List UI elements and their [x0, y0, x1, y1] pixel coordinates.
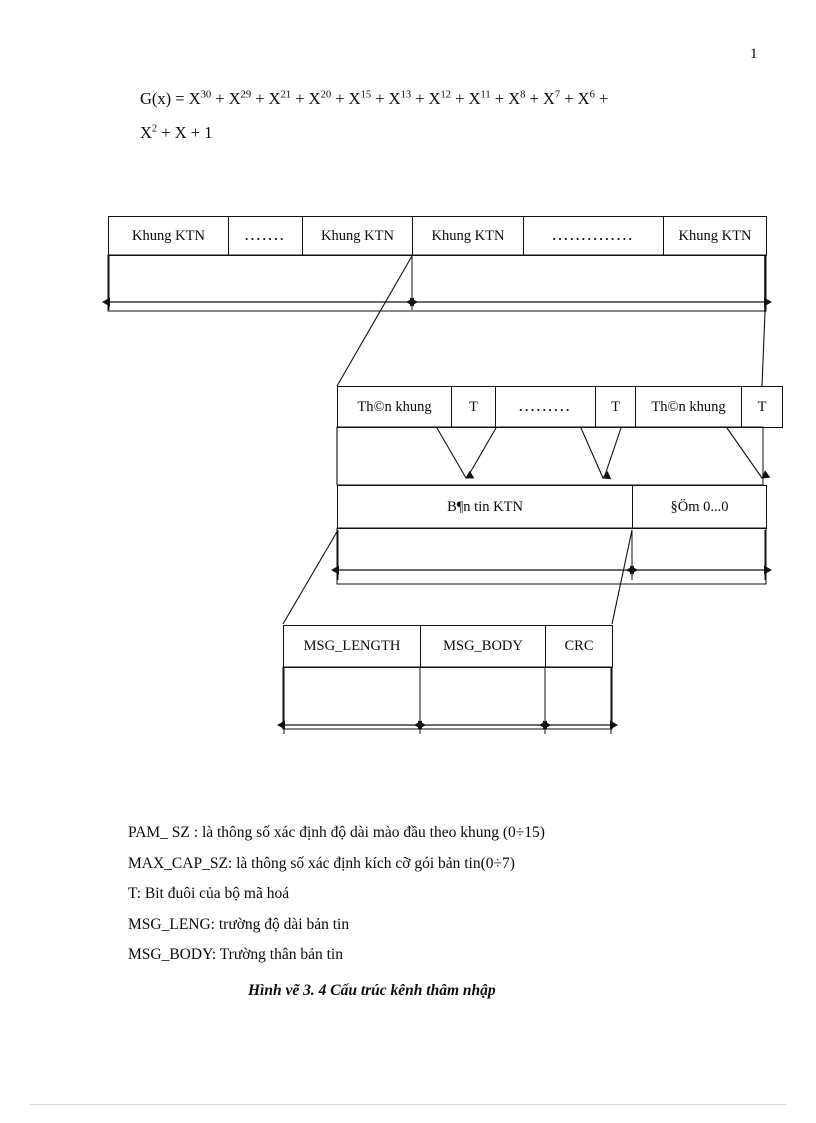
frame-cell: MSG_BODY	[420, 626, 545, 667]
tail-bit-arrow-2	[580, 427, 612, 480]
frame-cell: B¶n tin KTN	[337, 486, 632, 528]
legend-line: PAM_ SZ : là thông số xác định độ dài mà…	[128, 824, 545, 841]
ellipsis-cell: .......	[228, 217, 302, 255]
formula-line-1: G(x) = X30 + X29 + X21 + X20 + X15 + X13…	[140, 89, 609, 108]
connector-row1-to-row2	[336, 255, 413, 387]
ellipsis-cell: ..............	[523, 217, 663, 255]
legend-line: T: Bit đuôi của bộ mã hoá	[128, 885, 290, 902]
ellipsis-cell: .........	[495, 387, 595, 427]
figure-caption: Hình vẽ 3. 4 Cấu trúc kênh thâm nhập	[248, 982, 496, 999]
connector-row3-to-row4-right	[611, 529, 633, 625]
frame-cell: MSG_LENGTH	[283, 626, 420, 667]
connector-row1-right-edge	[761, 311, 766, 387]
tail-bit-arrow-1	[436, 427, 475, 479]
frame-cell: Khung KTN	[663, 217, 766, 255]
frame-cell: Khung KTN	[302, 217, 412, 255]
frame-cell: Khung KTN	[108, 217, 228, 255]
frame-cell: §Öm 0...0	[632, 486, 766, 528]
row3-body-box	[336, 527, 767, 585]
row4-body-box	[282, 666, 613, 730]
frame-cell: T	[451, 387, 495, 427]
frame-cell: CRC	[545, 626, 612, 667]
message-row: B¶n tin KTN§Öm 0...0	[337, 485, 767, 529]
frame-cell: Khung KTN	[412, 217, 523, 255]
crc-polynomial-formula: G(x) = X30 + X29 + X21 + X20 + X15 + X13…	[140, 84, 760, 148]
frame-cell: Th©n khung	[635, 387, 741, 427]
connector-row3-to-row4-left	[282, 529, 339, 625]
legend-list: PAM_ SZ : là thông số xác định độ dài mà…	[128, 818, 748, 971]
frame-cell: Th©n khung	[337, 387, 451, 427]
formula-line-2: X2 + X + 1	[140, 123, 213, 142]
footer-divider	[30, 1104, 786, 1105]
legend-line: MSG_BODY: Trường thân bản tin	[128, 946, 343, 963]
frame-cell: T	[595, 387, 635, 427]
legend-line: MAX_CAP_SZ: là thông số xác định kích cỡ…	[128, 854, 515, 872]
frame-cell: T	[741, 387, 782, 427]
page-number: 1	[750, 46, 758, 62]
tail-bit-arrow-3	[726, 427, 771, 479]
legend-line: MSG_LENG: trường độ dài bản tin	[128, 915, 350, 933]
row2-body-box	[336, 426, 764, 486]
